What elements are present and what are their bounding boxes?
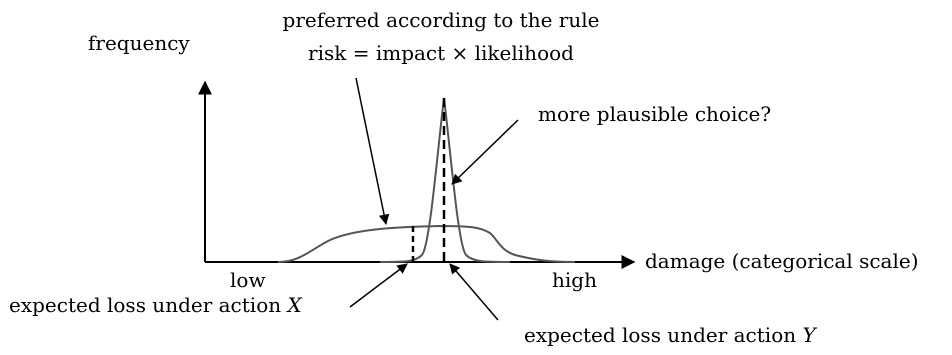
high-label: high	[552, 268, 597, 292]
loss-x-prefix: expected loss under action	[9, 293, 287, 317]
preferred-label-line1: preferred according to the rule	[283, 8, 600, 32]
flat-distribution-curve	[277, 224, 576, 263]
peaked-distribution-curve	[379, 97, 511, 263]
arrow-plausible	[451, 119, 519, 185]
arrow-preferred	[355, 77, 390, 226]
y-axis-label: frequency	[88, 31, 190, 55]
loss-y-variable: Y	[802, 323, 817, 347]
x-axis-label: damage (categorical scale)	[645, 249, 919, 273]
loss-y-label: expected loss under action Y	[524, 323, 817, 347]
loss-x-label: expected loss under action X	[9, 293, 302, 317]
loss-x-variable: X	[285, 293, 302, 317]
preferred-label-line2: risk = impact × likelihood	[308, 41, 574, 65]
low-label: low	[230, 268, 266, 292]
arrow-loss-x	[349, 263, 408, 308]
arrow-loss-y	[449, 263, 499, 321]
plausible-label: more plausible choice?	[538, 102, 771, 126]
loss-y-prefix: expected loss under action	[524, 323, 802, 347]
